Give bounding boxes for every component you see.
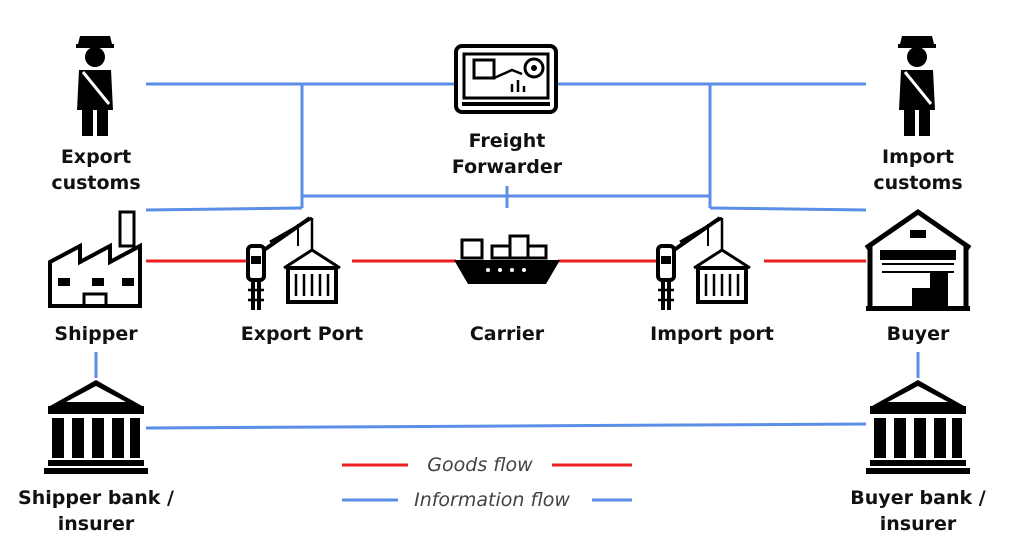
shipper-label: Shipper (54, 323, 138, 345)
legend-info-label: Information flow (414, 489, 570, 511)
info-line-bank-to-bank (145, 422, 867, 430)
port-crane-icon (246, 216, 342, 312)
warehouse-icon (864, 208, 972, 311)
buyer-bank-node: Buyer bank / insurer (850, 380, 986, 535)
import-customs-label-line2: customs (873, 172, 962, 194)
import-port-label: Import port (650, 323, 774, 345)
bank-icon (866, 380, 970, 474)
bank-icon (44, 380, 148, 474)
shipper-bank-label-line1: Shipper bank / (18, 487, 174, 509)
carrier-node: Carrier (454, 234, 560, 345)
buyer-bank-label-line2: insurer (880, 513, 957, 535)
port-crane-icon (656, 216, 752, 312)
carrier-label: Carrier (470, 323, 545, 345)
freight-forwarder-node: Freight Forwarder (452, 44, 563, 178)
export-port-node: Export Port (241, 216, 363, 345)
export-customs-node: Export customs (51, 34, 141, 194)
info-line-export-side (145, 206, 303, 212)
information-flow-lines (94, 82, 920, 430)
factory-icon (48, 210, 142, 308)
export-port-label: Export Port (241, 323, 363, 345)
import-customs-label-line1: Import (882, 146, 954, 168)
legend: Goods flow Information flow (342, 454, 632, 511)
export-customs-label-line2: customs (51, 172, 140, 194)
buyer-node: Buyer (864, 208, 972, 345)
shipper-bank-node: Shipper bank / insurer (18, 380, 174, 535)
customs-officer-icon (896, 34, 938, 138)
buyer-label: Buyer (887, 323, 950, 345)
freight-forwarder-label-line2: Forwarder (452, 156, 563, 178)
export-customs-label-line1: Export (61, 146, 131, 168)
import-port-node: Import port (650, 216, 774, 345)
freight-forwarder-label-line1: Freight (469, 130, 546, 152)
buyer-bank-label-line1: Buyer bank / (850, 487, 985, 509)
import-customs-node: Import customs (873, 34, 963, 194)
customs-officer-icon (74, 34, 116, 138)
cargo-ship-icon (454, 234, 560, 284)
info-line-import-side (709, 206, 867, 212)
shipper-bank-label-line2: insurer (58, 513, 135, 535)
shipper-node: Shipper (48, 210, 142, 345)
monitor-dashboard-icon (454, 44, 558, 114)
legend-goods-label: Goods flow (427, 454, 533, 476)
